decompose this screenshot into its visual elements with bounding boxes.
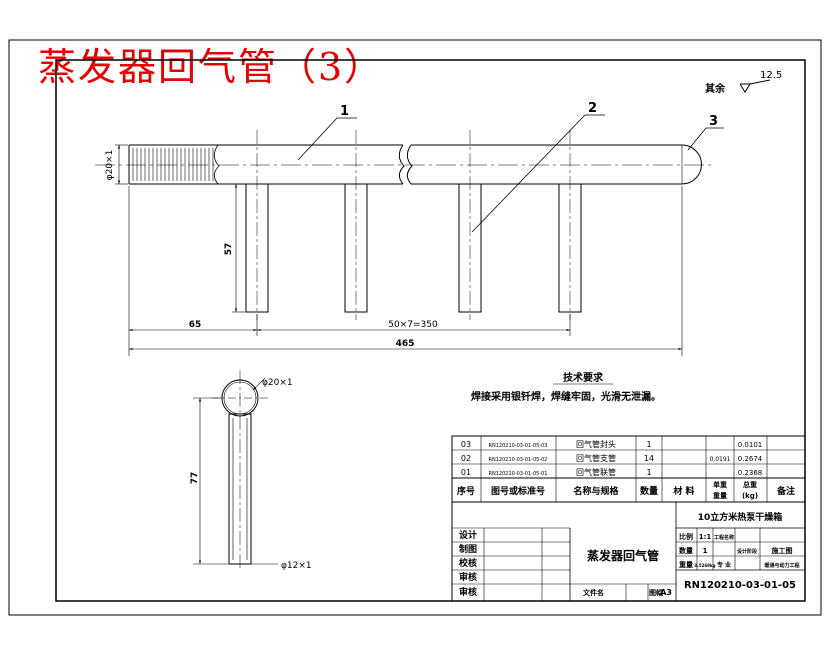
bom-rows: 03 RN120210-03-01-05-03 回气管封头 1 0.0101 0… <box>461 439 763 477</box>
spec-value: 暖通与动力工程 <box>764 562 799 569</box>
role-approve: 审核 <box>459 586 477 598</box>
bom-row-2-code: RN120210-03-01-05-02 <box>489 457 548 463</box>
sheet-label: 图幅 <box>649 588 663 597</box>
dim-pipe-diameter <box>115 144 128 185</box>
bom-row-2-qty: 14 <box>644 454 654 463</box>
roughness-symbol: 其余 12.5 <box>705 70 782 95</box>
dim-branch-dia-text: φ12×1 <box>281 561 312 571</box>
bom-row-3-code: RN120210-03-01-05-01 <box>489 471 548 477</box>
section-dims <box>193 377 278 565</box>
bom-row-2-total: 0.2674 <box>738 455 763 463</box>
design-stage-label: 设计阶段 <box>737 548 757 555</box>
tech-title: 技术要求 <box>563 371 604 384</box>
bom-row-1-name: 回气管封头 <box>576 439 616 449</box>
weight-label: 重量 <box>679 560 693 569</box>
drawing-number: RN120210-03-01-05 <box>684 580 796 591</box>
dim-section-height-text: 77 <box>190 472 200 485</box>
scale-value: 1:1 <box>699 533 712 541</box>
roughness-value: 12.5 <box>760 70 782 81</box>
bom-row-3-qty: 1 <box>646 468 651 477</box>
bom-header-unit-top: 单重 <box>713 480 727 489</box>
dim-horizontal <box>128 186 683 356</box>
section-view <box>212 370 268 570</box>
bom-header-remark: 备注 <box>776 485 795 497</box>
dim-total-length-text: 465 <box>396 339 415 349</box>
main-pipe-left <box>128 144 405 185</box>
bom-header-qty: 数量 <box>640 485 658 497</box>
spec-label: 专 业 <box>717 561 731 569</box>
callout-3: 3 <box>687 114 724 151</box>
bom-header-no: 序号 <box>457 485 475 497</box>
title-block-text: 10立方米热泵干燥箱 蒸发器回气管 设计 制图 校核 审核 审核 文件名 图幅 … <box>459 511 800 598</box>
bom-row-3-total: 0.2368 <box>738 469 763 477</box>
dim-pipe-diameter-text: φ20×1 <box>105 150 115 181</box>
project-name: 10立方米热泵干燥箱 <box>698 511 783 523</box>
branch-pipes <box>245 183 582 313</box>
callout-2: 2 <box>471 101 605 233</box>
stage-label: 工程名称 <box>714 534 734 541</box>
role-review: 审核 <box>459 571 477 583</box>
bom-row-1-total: 0.0101 <box>738 441 763 449</box>
tech-text: 焊接采用银钎焊，焊缝牢固，光滑无泄漏。 <box>471 390 661 403</box>
bom-row-2-unit: 0.0191 <box>710 456 731 463</box>
callout-1-label: 1 <box>340 104 349 119</box>
bom-header-code: 图号或标准号 <box>491 485 545 497</box>
bom-header-material: 材 料 <box>672 485 694 497</box>
bom-row-1-code: RN120210-03-01-05-03 <box>489 443 548 449</box>
bom-row-3-no: 01 <box>461 468 471 477</box>
qty-label: 数量 <box>679 546 693 555</box>
dim-section-dia-text: φ20×1 <box>262 378 293 388</box>
roughness-prefix: 其余 <box>705 82 726 95</box>
bom-header-total-bottom: (kg) <box>742 492 758 500</box>
branch-centerlines <box>256 130 571 320</box>
dim-spacing-text: 50×7=350 <box>388 320 438 330</box>
dim-branch-height-text: 57 <box>224 243 234 256</box>
bom-row-2-no: 02 <box>461 454 471 463</box>
file-label: 文件名 <box>583 588 604 597</box>
callout-3-label: 3 <box>709 114 718 129</box>
inner-frame <box>55 59 806 602</box>
bom-row-3-name: 回气管联管 <box>576 467 616 477</box>
main-pipe-right <box>406 144 702 185</box>
design-stage-value: 施工图 <box>772 546 793 555</box>
page-title: 蒸发器回气管（3） <box>38 45 385 89</box>
weight-value: 0.5269kg <box>695 563 716 568</box>
bom-row-1-no: 03 <box>461 440 471 449</box>
dim-offset-text: 65 <box>189 320 202 330</box>
bom-header-total-top: 总重 <box>743 480 757 489</box>
sheet-size: A3 <box>660 588 672 597</box>
callout-1: 1 <box>297 104 357 161</box>
bom-header-name: 名称与规格 <box>573 485 619 497</box>
role-check: 校核 <box>459 557 477 569</box>
bom-row-1-qty: 1 <box>646 440 651 449</box>
scale-label: 比例 <box>679 532 693 541</box>
title-block <box>451 501 806 602</box>
role-draft: 制图 <box>459 543 477 555</box>
bom-header: 序号 图号或标准号 名称与规格 数量 材 料 单重 重量 总重 (kg) 备注 <box>457 480 795 500</box>
bom-row-2-name: 回气管支管 <box>576 453 616 463</box>
bom-header-unit-bottom: 重量 <box>713 491 727 500</box>
dim-branch-height <box>232 183 245 313</box>
role-design: 设计 <box>459 529 477 541</box>
qty-value: 1 <box>703 547 708 555</box>
outer-frame <box>8 39 822 616</box>
callout-2-label: 2 <box>588 101 597 116</box>
drawing-name: 蒸发器回气管 <box>587 548 659 563</box>
